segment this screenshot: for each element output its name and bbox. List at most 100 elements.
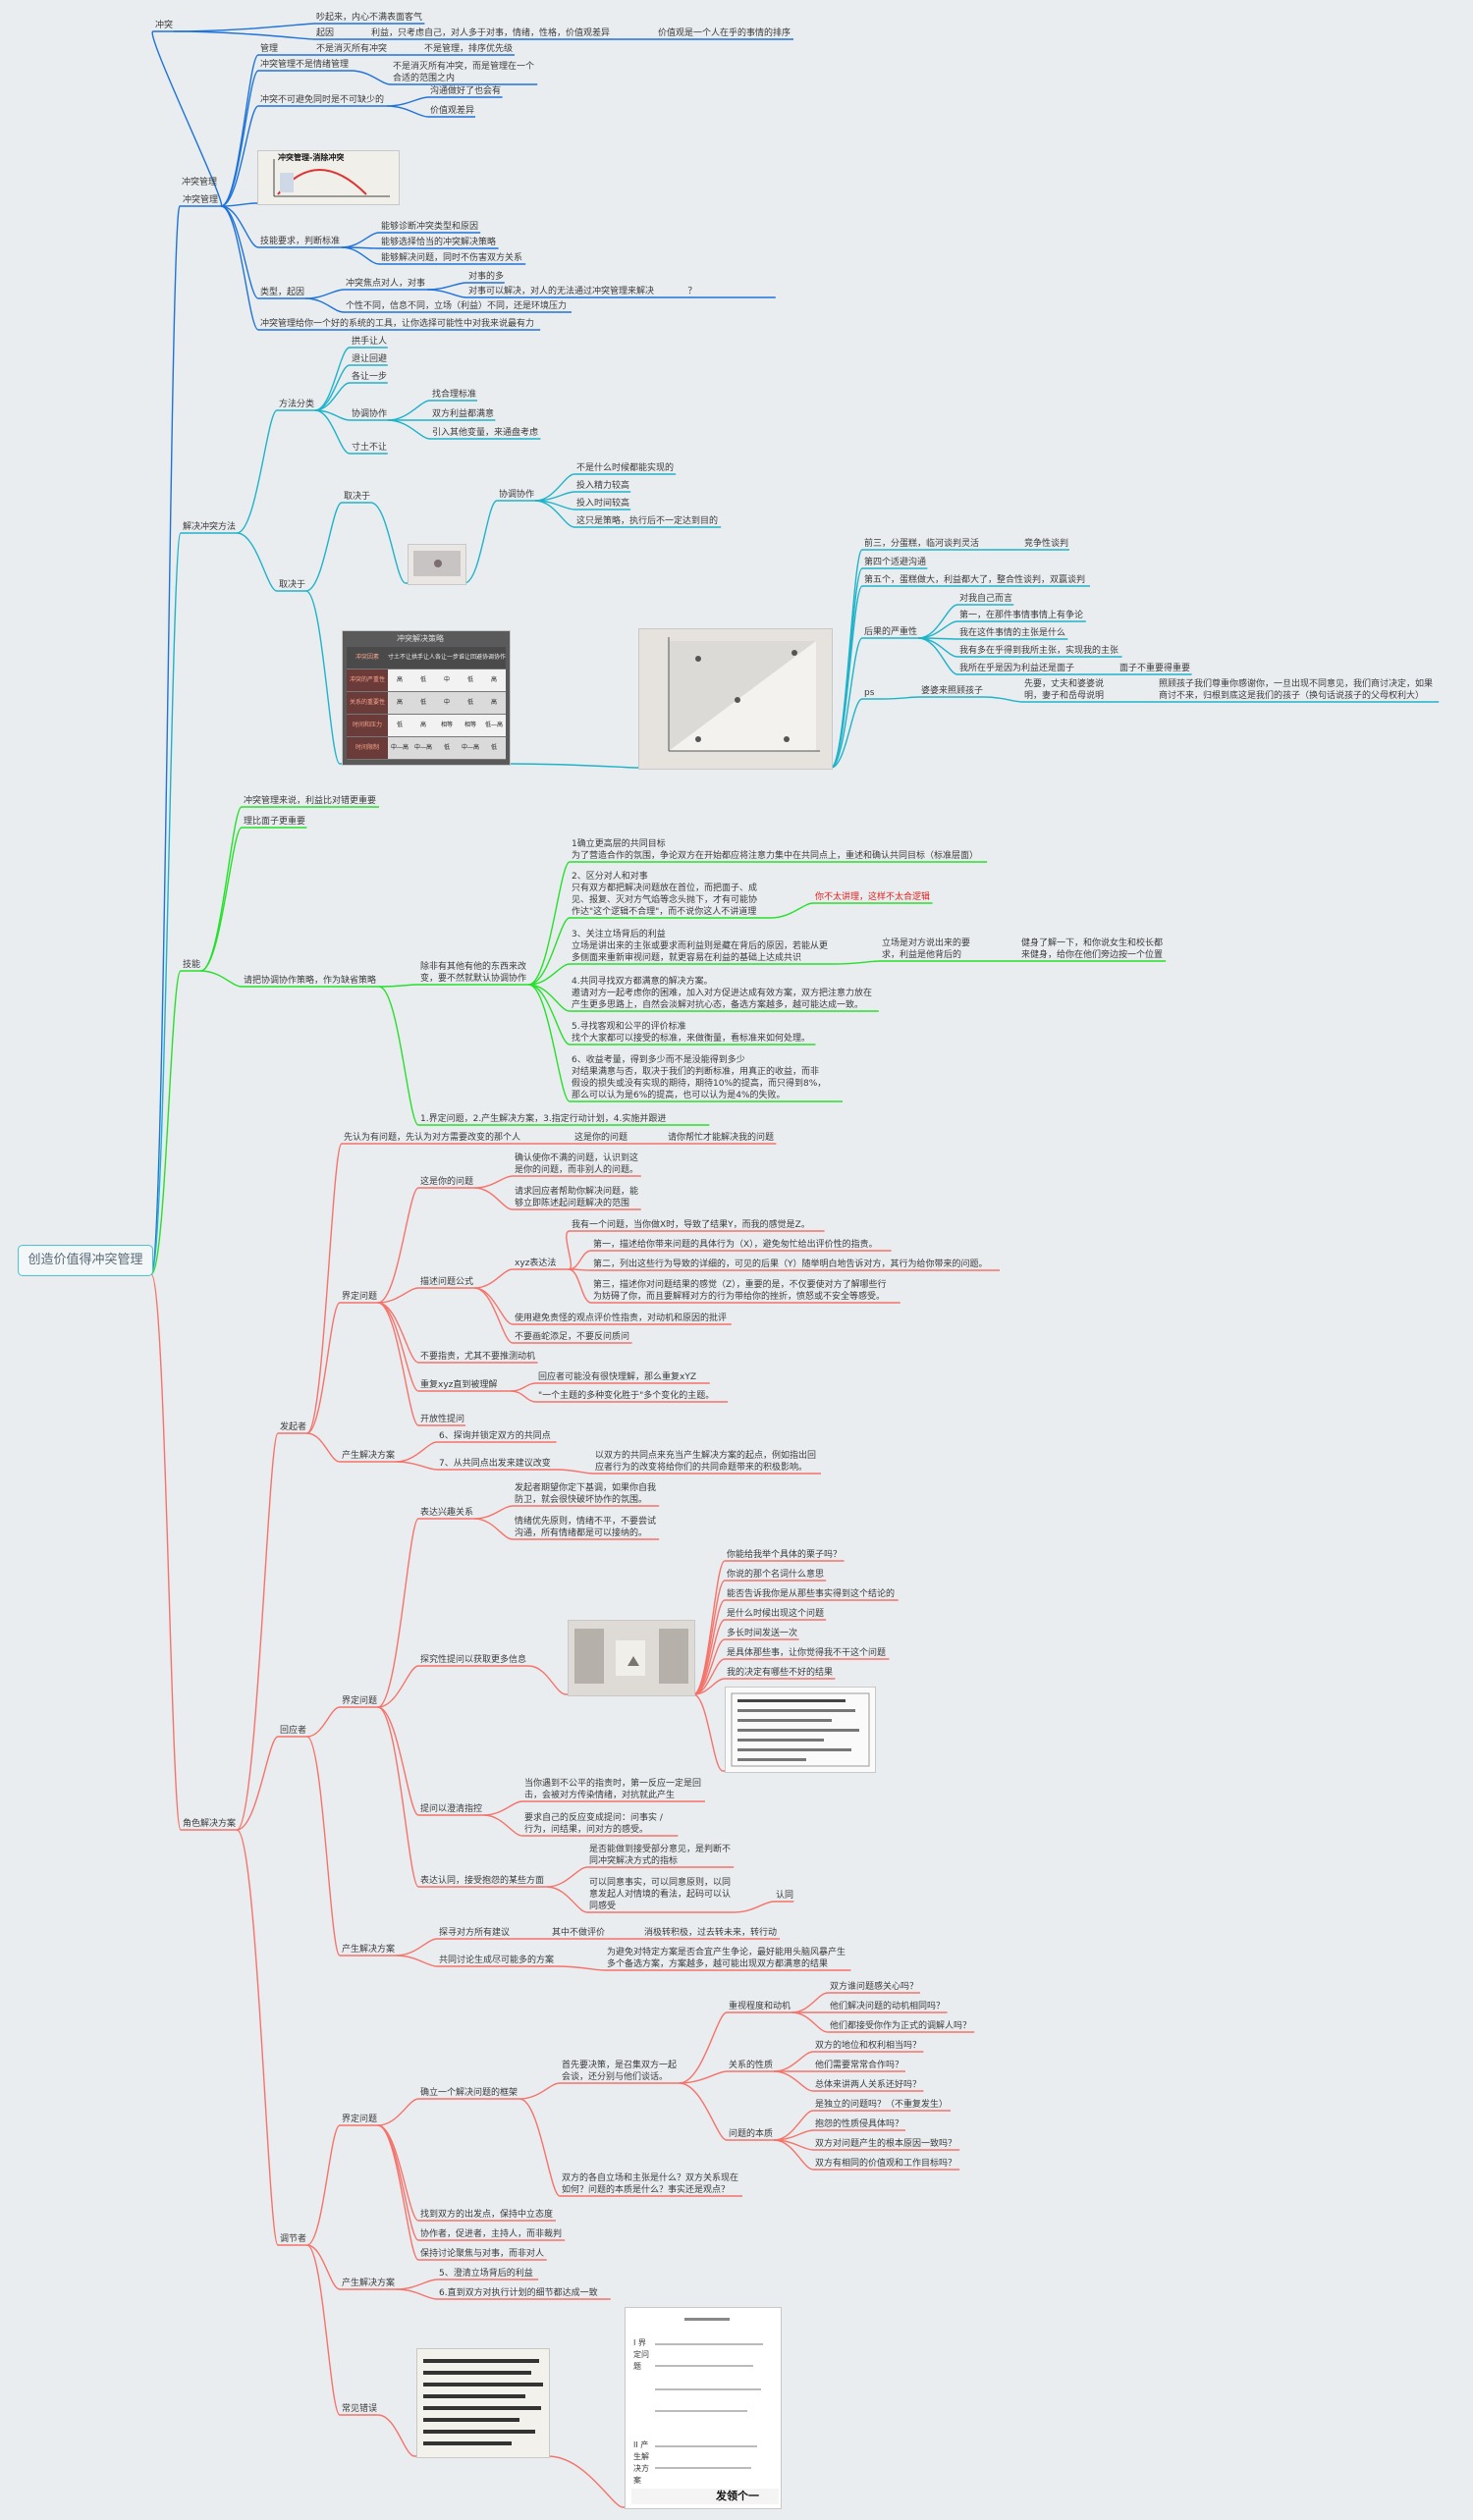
node-s68[interactable]: 双方的各自立场和主张是什么？双方关系现在 如何？问题的本质是什么？事实还是观点？ (562, 2173, 739, 2195)
node-s44[interactable]: 认同 (776, 1891, 794, 1901)
node-s50[interactable]: 共同讨论生成尽可能多的方案 (439, 1956, 555, 1965)
node-s76[interactable]: 6.直到双方对执行计划的细节都达成一致 (439, 2288, 598, 2298)
node-g15[interactable]: 1.界定问题，2.产生解决方案，3.指定行动计划，4.实施并跟进 (420, 1114, 667, 1124)
node-s3[interactable]: 请你帮忙才能解决我的问题 (668, 1133, 775, 1143)
node-s2[interactable]: 这是你的问题 (574, 1133, 628, 1143)
node-s54[interactable]: 他们解决问题的动机相同吗？ (830, 2002, 946, 2011)
strategy-scatter-image[interactable] (638, 628, 833, 770)
node-n15[interactable]: 技能要求，判断标准 (260, 237, 341, 246)
node-n5[interactable]: 价值观是一个人在乎的事情的排序 (658, 28, 791, 38)
node-s45[interactable]: 回应者 (280, 1726, 307, 1736)
node-s58[interactable]: 他们需要常常合作吗？ (815, 2061, 904, 2070)
node-n17[interactable]: 能够选择恰当的冲突解决策略 (381, 238, 497, 247)
node-s22[interactable]: 产生解决方案 (342, 1451, 396, 1461)
node-s26[interactable]: 表达兴趣关系 (420, 1508, 474, 1518)
node-g5[interactable]: 除非有其他有他的东西来改 变，要不然就默认协调协作 (420, 962, 527, 984)
node-g1[interactable]: 冲突管理来说，利益比对错更重要 (244, 796, 377, 806)
node-s74[interactable]: 产生解决方案 (342, 2279, 396, 2288)
node-s14[interactable]: 不要画蛇添足，不要反问质问 (515, 1332, 630, 1342)
node-s59[interactable]: 总体来讲两人关系还好吗？ (815, 2080, 922, 2090)
node-t13[interactable]: 不是什么时候都能实现的 (576, 463, 675, 473)
branch-label-conflict[interactable]: 冲突管理 (183, 195, 219, 205)
node-s33[interactable]: 多长时间发送一次 (727, 1629, 798, 1638)
node-s36[interactable]: 探究性提问以获取更多信息 (420, 1655, 527, 1665)
node-n16[interactable]: 能够诊断冲突类型和原因 (381, 222, 479, 232)
node-n14[interactable]: 冲突管理 (182, 178, 218, 188)
node-t10[interactable]: 解决冲突方法 (183, 522, 237, 532)
paper-page-image[interactable]: I 界定问题 II 产生解决方案 发领个一 (625, 2307, 782, 2509)
node-t15[interactable]: 投入时间较高 (576, 499, 630, 509)
node-s63[interactable]: 双方对问题产生的根本原因一致吗？ (815, 2139, 957, 2149)
node-t14[interactable]: 投入精力较高 (576, 481, 630, 491)
node-n24[interactable]: 冲突管理给你一个好的系统的工具，让你选择可能性中对我来说最有力 (260, 319, 535, 329)
node-t31[interactable]: 先要，丈夫和婆婆说 明，妻子和岳母说明 (1024, 679, 1105, 701)
node-t18[interactable]: 前三，分蛋糕，临河谈判灵活 (864, 539, 980, 549)
node-s31[interactable]: 能否告诉我你是从那些事实得到这个结论的 (727, 1589, 896, 1599)
small-screen-image[interactable] (408, 544, 466, 585)
node-t6[interactable]: 找合理标准 (432, 390, 477, 400)
node-n8[interactable]: 不是管理，排序优先级 (424, 44, 514, 54)
node-t3[interactable]: 各让一步 (352, 372, 388, 382)
node-s16[interactable]: 不要指责，尤其不要推测动机 (420, 1352, 536, 1362)
node-g9[interactable]: 3、关注立场背后的利益 立场是讲出来的主张或要求而利益则是藏在背后的原因，若能从… (572, 930, 829, 963)
conflict-curve-image[interactable]: 冲突管理-消除冲突 (257, 150, 400, 205)
node-s77[interactable]: 常见错误 (342, 2404, 378, 2414)
node-g13[interactable]: 5.寻找客观和公平的评价标准 找个大家都可以接受的标准，来做衡量，看标准来如何处… (572, 1022, 811, 1044)
node-t19[interactable]: 竞争性谈判 (1024, 539, 1069, 549)
node-s29[interactable]: 你能给我举个具体的栗子吗？ (727, 1550, 843, 1560)
node-s10[interactable]: 第一，描述给你带来问题的具体行为（X），避免匆忙给出评价性的指责。 (593, 1240, 878, 1250)
node-t7[interactable]: 双方利益都满意 (432, 409, 495, 419)
node-s73[interactable]: 调节者 (280, 2234, 307, 2244)
node-t28[interactable]: 面子不重要得重要 (1119, 664, 1191, 673)
node-s49[interactable]: 消极转积极，过去转未来，转行动 (644, 1928, 778, 1938)
node-n20[interactable]: 冲突焦点对人，对事 (346, 279, 426, 289)
node-n19[interactable]: 类型，起因 (260, 288, 305, 297)
node-s40[interactable]: 要求自己的反应变成提问：问事实 / 行为，问结果，问对方的感受。 (524, 1813, 663, 1835)
node-t32[interactable]: 照顾孩子我们尊重你感谢你，一旦出现不同意见，我们商讨决定，如果 商讨不来，归根到… (1159, 679, 1434, 701)
handwritten-note-image[interactable] (416, 2348, 550, 2458)
node-s11[interactable]: 第二，列出这些行为导致的详细的，可见的后果（Y）随举明白地告诉对方，其行为给你带… (593, 1260, 988, 1269)
node-s52[interactable]: 角色解决方案 (183, 1819, 237, 1829)
node-s17[interactable]: 重复xyz直到被理解 (420, 1380, 498, 1390)
node-s35[interactable]: 我的决定有哪些不好的结果 (727, 1668, 834, 1678)
node-s19[interactable]: "一个主题的多种变化胜于"多个变化的主题。 (538, 1391, 715, 1401)
node-t1[interactable]: 拱手让人 (352, 337, 388, 347)
node-n12[interactable]: 沟通做好了也会有 (430, 86, 502, 96)
node-n3[interactable]: 起因 (316, 28, 335, 38)
node-s41[interactable]: 表达认同，接受抱怨的某些方面 (420, 1876, 545, 1886)
node-s47[interactable]: 探寻对方所有建议 (439, 1928, 511, 1938)
node-t26[interactable]: 我有多在乎得到我所主张，实现我的主张 (959, 646, 1119, 656)
node-s60[interactable]: 关系的性质 (729, 2061, 774, 2070)
node-s72[interactable]: 保持讨论聚焦与对事，而非对人 (420, 2249, 545, 2259)
node-s4[interactable]: 这是你的问题 (420, 1177, 474, 1187)
node-t4[interactable]: 方法分类 (279, 400, 315, 409)
node-n6[interactable]: 管理 (260, 44, 279, 54)
node-n7[interactable]: 不是消灭所有冲突 (316, 44, 388, 54)
node-s56[interactable]: 重视程度和动机 (729, 2002, 791, 2011)
node-s25[interactable]: 以双方的共同点来充当产生解决方案的起点，例如指出回 应者行为的改变将给你们的共同… (595, 1451, 817, 1473)
node-s13[interactable]: 使用避免责怪的观点评价性指责，对动机和原因的批评 (515, 1314, 728, 1323)
node-n21[interactable]: 对事的多 (468, 272, 505, 282)
node-s12[interactable]: 第三，描述你对问题结果的感觉（Z），重要的是，不仅要使对方了解哪些行 为妨碍了你… (593, 1280, 887, 1302)
node-s71[interactable]: 协作者，促进者，主持人，而非裁判 (420, 2229, 563, 2239)
question-card-image[interactable] (725, 1687, 876, 1773)
node-s62[interactable]: 抱怨的性质侵具体吗？ (815, 2119, 904, 2129)
node-n2[interactable]: 吵起来，内心不满表面客气 (316, 13, 423, 23)
node-n22[interactable]: 对事可以解决，对人的无法通过冲突管理来解决 ？ (468, 287, 697, 296)
node-s23[interactable]: 6、探询并锁定双方的共同点 (439, 1431, 551, 1441)
node-g3[interactable]: 技能 (183, 960, 201, 970)
node-s8[interactable]: xyz表达法 (515, 1259, 557, 1268)
node-t5[interactable]: 协调协作 (352, 409, 388, 419)
node-t11[interactable]: 取决于 (344, 492, 371, 502)
node-s28[interactable]: 情绪优先原则，情绪不平，不要尝试 沟通，所有情绪都是可以接纳的。 (515, 1517, 657, 1538)
node-s43[interactable]: 可以同意事实，可以同意原则，以同 意发起人对情境的看法，起码可以认 同感受 (589, 1878, 732, 1911)
node-s75[interactable]: 5、澄清立场背后的利益 (439, 2269, 533, 2279)
node-s64[interactable]: 双方有相同的价值观和工作目标吗？ (815, 2159, 957, 2169)
node-g8[interactable]: 你不太讲理，这样不太合逻辑 (815, 892, 931, 902)
node-s7[interactable]: 描述问题公式 (420, 1277, 474, 1287)
node-s34[interactable]: 是具体那些事，让你觉得我不干这个问题 (727, 1648, 887, 1658)
node-t8[interactable]: 引入其他变量，来通盘考虑 (432, 428, 539, 438)
node-s30[interactable]: 你说的那个名词什么意思 (727, 1570, 825, 1580)
node-n13[interactable]: 价值观差异 (430, 106, 475, 116)
node-n9[interactable]: 冲突管理不是情绪管理 (260, 60, 350, 70)
